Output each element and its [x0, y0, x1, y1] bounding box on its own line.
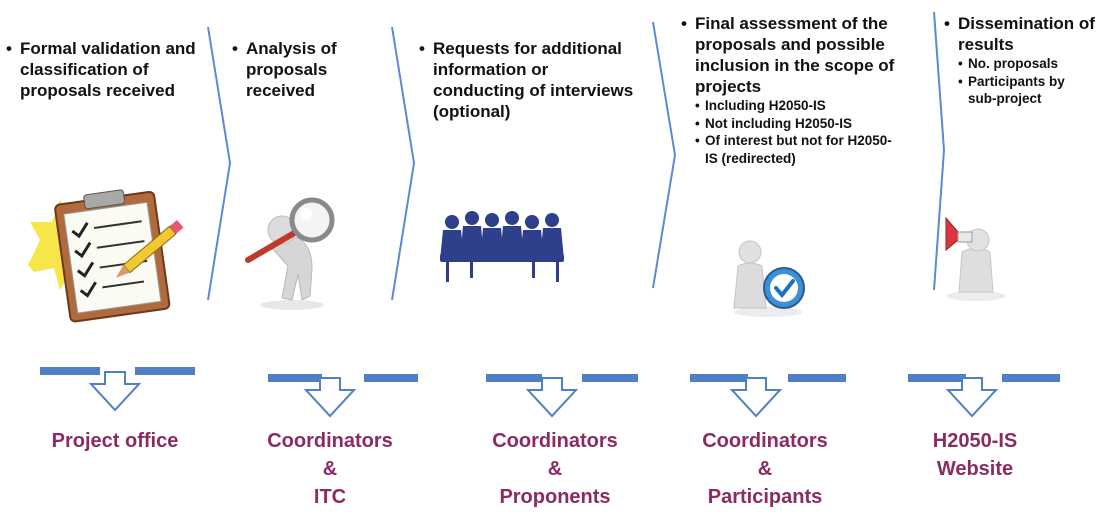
figure-checkmark-icon [733, 240, 805, 317]
step-5-description: Dissemination of results No. proposals P… [944, 13, 1096, 108]
step-4-subitem: Including H2050-IS [695, 97, 899, 115]
actor-coordinators-proponents: Coordinators & Proponents [492, 430, 618, 508]
down-arrow-icon [908, 374, 1060, 418]
meeting-silhouettes-icon [440, 211, 564, 282]
actor-coordinators-participants: Coordinators & Participants [702, 430, 828, 508]
step-5-subitem: Participants by sub-project [958, 73, 1096, 108]
step-2-description: Analysis of proposals received [232, 38, 372, 101]
magnifying-glass-figure-icon [245, 197, 335, 310]
step-4-subitem: Of interest but not for H2050-IS (redire… [695, 132, 899, 167]
down-arrow-icon [40, 367, 195, 412]
chevron-divider [207, 26, 232, 301]
step-3-description: Requests for additional information or c… [419, 38, 643, 122]
step-4-description: Final assessment of the proposals and po… [681, 13, 899, 167]
chevron-divider [652, 21, 677, 289]
figure-megaphone-icon [945, 216, 1006, 301]
down-arrow-icon [268, 374, 418, 418]
chevron-divider [933, 11, 946, 291]
down-arrow-icon [690, 374, 846, 418]
actor-project-office: Project office [51, 430, 179, 452]
chevron-divider [391, 26, 416, 301]
step-4-subitem: Not including H2050-IS [695, 115, 899, 133]
down-arrow-icon [486, 374, 638, 418]
actor-coordinators-itc: Coordinators & ITC [267, 430, 393, 508]
step-1-description: Formal validation and classification of … [6, 38, 196, 101]
actor-h2050-website: H2050-IS Website [932, 430, 1018, 480]
step-5-subitem: No. proposals [958, 55, 1096, 73]
clipboard-checklist-icon [28, 189, 184, 323]
